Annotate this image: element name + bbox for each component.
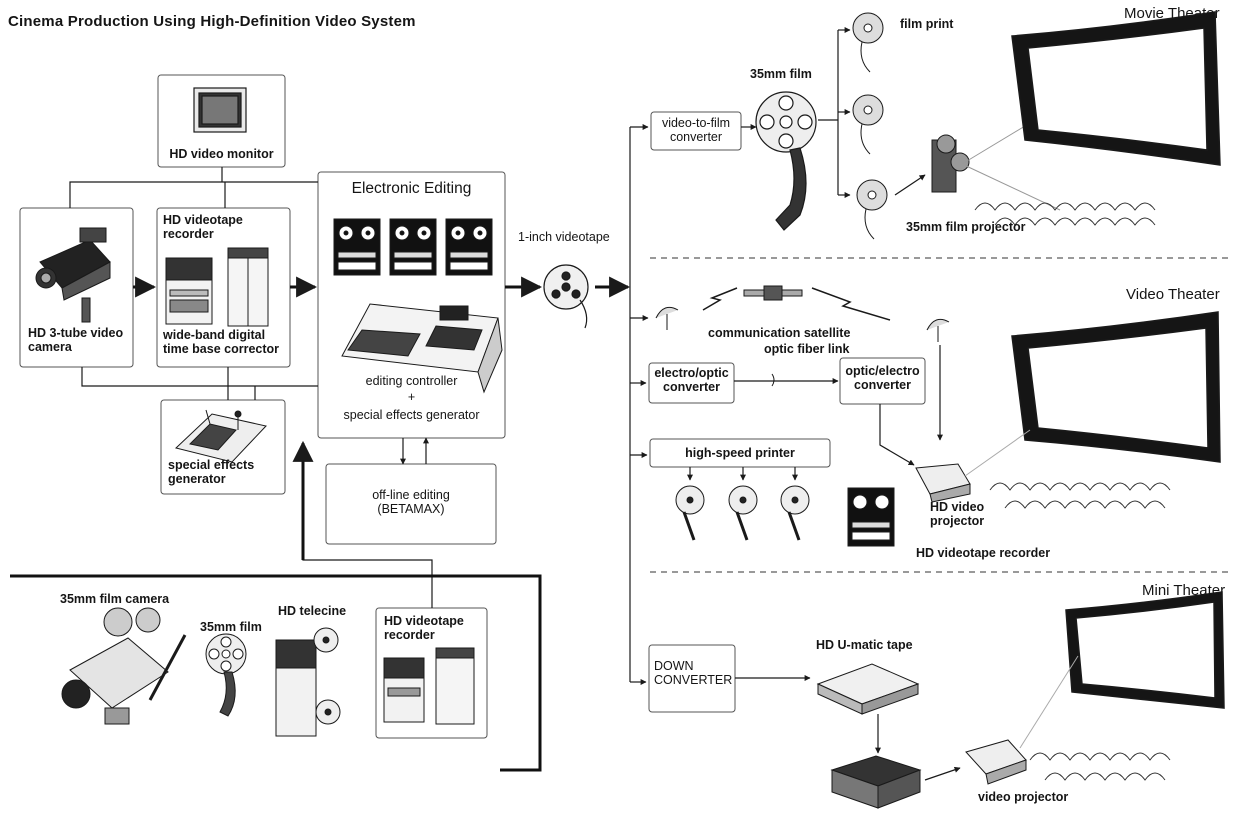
telecine-icon bbox=[276, 628, 340, 736]
film-reel-icon bbox=[756, 92, 816, 230]
video-theater-heading: Video Theater bbox=[1126, 287, 1220, 304]
reel-to-reel-deck-icon bbox=[334, 219, 492, 275]
film-camera-label: 35mm film camera bbox=[60, 592, 169, 606]
film-print-reels bbox=[853, 13, 887, 239]
one-inch-videotape-label: 1-inch videotape bbox=[518, 230, 610, 244]
hd-vtr-label-1: HD videotape recorder bbox=[163, 213, 275, 241]
film-projector-label: 35mm film projector bbox=[906, 220, 1025, 234]
electronic-editing-label: Electronic Editing bbox=[318, 180, 505, 197]
communication-satellite-label: communication satellite bbox=[708, 326, 850, 340]
page-title: Cinema Production Using High-Definition … bbox=[8, 14, 416, 31]
equipment-cabinet-icon bbox=[228, 248, 268, 326]
tbc-label: wide-band digital time base corrector bbox=[163, 328, 291, 356]
monitor-icon bbox=[194, 88, 246, 132]
electro-optic-label: electro/optic converter bbox=[649, 366, 734, 394]
cassette-deck-icon bbox=[832, 756, 920, 808]
video-to-film-label: video-to-film converter bbox=[651, 116, 741, 144]
hd-video-monitor-label: HD video monitor bbox=[158, 147, 285, 161]
film-print-label: film print bbox=[900, 17, 953, 31]
editing-controller-label: editing controller bbox=[318, 374, 505, 388]
optic-fiber-link-label: optic fiber link bbox=[764, 342, 849, 356]
hd-umatic-label: HD U-matic tape bbox=[816, 638, 913, 652]
offline-editing-label: off-line editing (BETAMAX) bbox=[352, 488, 470, 516]
film-reel-icon bbox=[206, 634, 246, 716]
hd-camera-label: HD 3-tube video camera bbox=[28, 326, 128, 354]
satellite-icon bbox=[744, 286, 802, 300]
equipment-cabinet-icon bbox=[436, 648, 474, 724]
film-35-left-label: 35mm film bbox=[200, 620, 262, 634]
mini-theater-heading: Mini Theater bbox=[1142, 583, 1225, 600]
video-camera-icon bbox=[36, 228, 110, 322]
projector-icon bbox=[966, 656, 1078, 784]
curved-screen-icon bbox=[1012, 12, 1224, 708]
special-effects-label-2: special effects generator bbox=[168, 458, 284, 486]
control-panel-icon bbox=[176, 410, 266, 462]
hd-vtr-label-2: HD videotape recorder bbox=[384, 614, 480, 642]
cassette-icon bbox=[818, 664, 918, 714]
plus-label: + bbox=[318, 390, 505, 404]
reel-icon bbox=[544, 265, 588, 328]
video-projector-label: video projector bbox=[978, 790, 1068, 804]
hd-vtr-label-3: HD videotape recorder bbox=[916, 546, 1050, 560]
optic-electro-label: optic/electro converter bbox=[840, 364, 925, 392]
down-converter-label: DOWN CONVERTER bbox=[654, 659, 724, 687]
movie-theater-heading: Movie Theater bbox=[1124, 6, 1220, 23]
special-effects-label-1: special effects generator bbox=[318, 408, 505, 422]
film-camera-icon bbox=[62, 608, 185, 724]
reel-icon bbox=[676, 486, 809, 540]
hd-telecine-label: HD telecine bbox=[278, 604, 346, 618]
film-35-top-label: 35mm film bbox=[750, 67, 812, 81]
videotape-recorder-icon bbox=[848, 488, 894, 546]
projector-icon bbox=[916, 430, 1030, 502]
high-speed-printer-label: high-speed printer bbox=[650, 446, 830, 460]
hd-video-projector-label: HD video projector bbox=[930, 500, 1010, 528]
videotape-recorder-icon bbox=[166, 258, 212, 324]
videotape-recorder-icon bbox=[384, 658, 424, 722]
